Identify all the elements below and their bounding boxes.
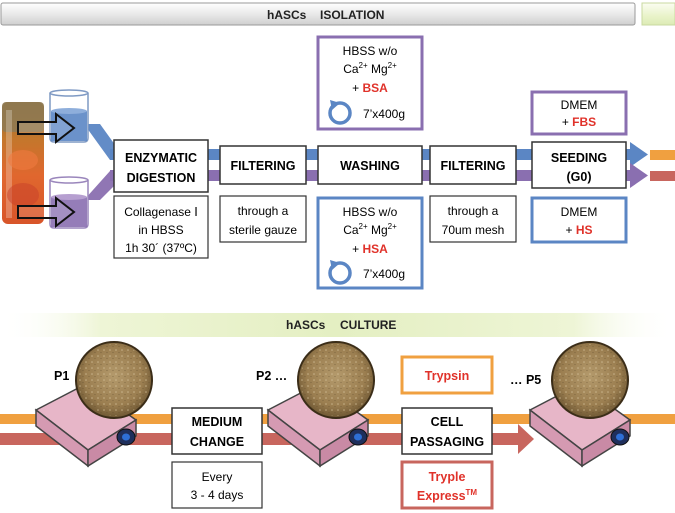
washing-bottom-spin: 7’x400g xyxy=(363,267,405,281)
cell-passaging-box: CELL PASSAGING xyxy=(401,407,493,455)
medium-change-line2: CHANGE xyxy=(190,435,244,449)
flask-p2-cap-icon xyxy=(348,428,368,446)
enzymatic-note-box: Collagenase Ⅰ in HBSS 1h 30´ (37ºC) xyxy=(113,195,209,259)
washing-top-line1: HBSS w/o xyxy=(343,44,398,58)
enzymatic-line2: DIGESTION xyxy=(127,171,196,185)
filtering-2-box: FILTERING xyxy=(429,145,517,185)
dish-p1-image xyxy=(75,341,153,419)
medium-change-box: MEDIUM CHANGE xyxy=(171,407,263,455)
label-p5: … P5 xyxy=(510,373,541,387)
centrifuge-top-icon xyxy=(328,100,352,125)
beaker-top xyxy=(49,89,89,143)
trypsin-label: Trypsin xyxy=(425,369,469,383)
every-line2: 3 - 4 days xyxy=(191,488,244,502)
pour-arrow-bottom-icon xyxy=(17,195,76,229)
culture-header-title-a: hASCs xyxy=(286,318,326,332)
filtering-1-note-line2: sterile gauze xyxy=(229,223,297,237)
pour-arrow-top-icon xyxy=(17,111,76,145)
label-p2: P2 … xyxy=(256,369,287,383)
filtering-1-note-box: through a sterile gauze xyxy=(219,195,307,243)
trypsin-box: Trypsin xyxy=(400,355,494,395)
isolation-header: hASCs ISOLATION xyxy=(0,2,675,26)
red-output-stub xyxy=(650,171,675,181)
seeding-box: SEEDING (G0) xyxy=(531,141,627,189)
seeding-bottom-line2: + HS xyxy=(565,223,592,237)
enzymatic-line1: ENZYMATIC xyxy=(125,151,197,165)
washing-top-box: HBSS w/o Ca2+ Mg2+ + BSA 7’x400g xyxy=(316,35,424,131)
isolation-header-title-a: hASCs xyxy=(267,8,307,22)
filtering-2-note-box: through a 70um mesh xyxy=(429,195,517,243)
enzymatic-digestion-box: ENZYMATIC DIGESTION xyxy=(113,139,209,193)
washing-bottom-box: HBSS w/o Ca2+ Mg2+ + HSA 7’x400g xyxy=(316,196,424,290)
flask-p5-cap-icon xyxy=(610,428,630,446)
cell-passaging-line2: PASSAGING xyxy=(410,435,484,449)
washing-top-line2: Ca2+ Mg2+ xyxy=(343,61,397,76)
washing-bottom-line1: HBSS w/o xyxy=(343,205,398,219)
every-days-box: Every 3 - 4 days xyxy=(171,461,263,509)
tryple-box: Tryple ExpressTM xyxy=(400,460,494,510)
washing-top-line3: + BSA xyxy=(352,81,388,95)
seeding-line1: SEEDING xyxy=(551,151,607,165)
flask-p2-image xyxy=(266,383,370,468)
enzymatic-note-line2: in HBSS xyxy=(138,223,183,237)
washing-bottom-line2: Ca2+ Mg2+ xyxy=(343,222,397,237)
label-p1: P1 xyxy=(54,369,69,383)
filtering-2-note-line1: through a xyxy=(448,204,499,218)
dish-p2-image xyxy=(297,341,375,419)
seeding-bottom-line1: DMEM xyxy=(561,205,598,219)
washing-bottom-line3: + HSA xyxy=(352,242,388,256)
culture-header: hASCs CULTURE xyxy=(0,313,675,337)
enzymatic-note-line3: 1h 30´ (37ºC) xyxy=(125,241,197,255)
lipoaspirate-tube-image xyxy=(2,102,44,224)
orange-output-stub xyxy=(650,150,675,160)
seeding-bottom-box: DMEM + HS xyxy=(530,196,628,244)
tryple-line2: ExpressTM xyxy=(417,488,478,503)
enzymatic-note-line1: Collagenase Ⅰ xyxy=(124,205,198,219)
tryple-line1: Tryple xyxy=(429,470,466,484)
filtering-1-box: FILTERING xyxy=(219,145,307,185)
filtering-1-note-line1: through a xyxy=(238,204,289,218)
dish-p5-image xyxy=(551,341,629,419)
every-line1: Every xyxy=(202,470,233,484)
centrifuge-bottom-icon xyxy=(328,260,352,285)
medium-change-line1: MEDIUM xyxy=(192,415,243,429)
flask-p1-cap-icon xyxy=(116,428,136,446)
washing-top-spin: 7’x400g xyxy=(363,107,405,121)
isolation-header-title-b: ISOLATION xyxy=(320,8,384,22)
washing-label: WASHING xyxy=(340,159,400,173)
washing-box: WASHING xyxy=(317,145,423,185)
seeding-top-line1: DMEM xyxy=(561,98,598,112)
filtering-2-label: FILTERING xyxy=(440,159,505,173)
seeding-line2: (G0) xyxy=(567,170,592,184)
cell-passaging-line1: CELL xyxy=(431,415,464,429)
flask-p1-image xyxy=(34,383,138,468)
seeding-top-box: DMEM + FBS xyxy=(530,90,628,136)
filtering-2-note-line2: 70um mesh xyxy=(442,223,505,237)
culture-header-title-b: CULTURE xyxy=(340,318,396,332)
filtering-1-label: FILTERING xyxy=(230,159,295,173)
seeding-top-line2: + FBS xyxy=(562,115,596,129)
